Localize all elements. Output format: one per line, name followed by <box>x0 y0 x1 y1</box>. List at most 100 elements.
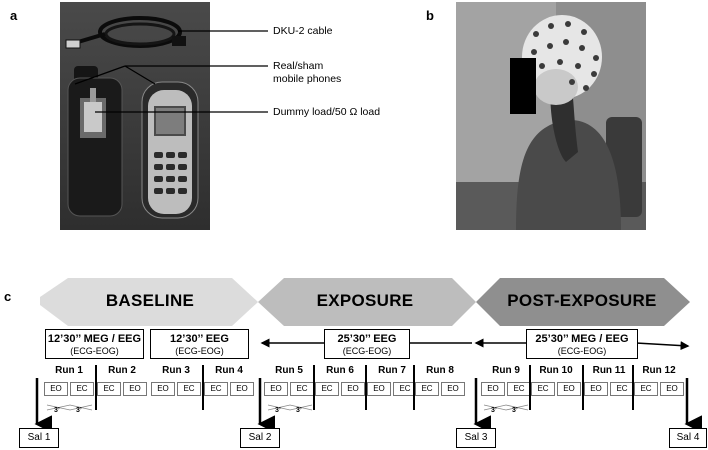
recording-duration: 25’30’’ MEG / EEG <box>535 333 629 345</box>
eeg-subject-photo <box>456 2 646 230</box>
interval-label-3b: 3’ <box>512 407 518 414</box>
recording-duration: 25’30’’ EEG <box>337 333 397 345</box>
saliva-box-3: Sal 3 <box>456 428 496 448</box>
condition-cell: EO <box>367 382 391 396</box>
run-label: Run 4 <box>215 365 243 376</box>
run-label: Run 8 <box>426 365 454 376</box>
condition-cell: EO <box>441 382 465 396</box>
interval-label-3a: 3’ <box>491 407 497 414</box>
condition-cell: EO <box>230 382 254 396</box>
recording-note: (ECG-EOG) <box>175 346 224 356</box>
interval-label-2b: 3’ <box>296 407 302 414</box>
run-label: Run 12 <box>642 365 676 376</box>
condition-cell: EC <box>70 382 94 396</box>
condition-cell: EC <box>415 382 439 396</box>
phase-label-post-exposure: POST-EXPOSURE <box>507 291 657 310</box>
run-label: Run 5 <box>275 365 303 376</box>
phone-callout-line-right <box>124 65 156 85</box>
recording-note: (ECG-EOG) <box>342 346 392 356</box>
condition-cell: EO <box>44 382 68 396</box>
run-label: Run 3 <box>162 365 190 376</box>
condition-cell: EO <box>151 382 175 396</box>
condition-cell: EO <box>481 382 505 396</box>
condition-cell: EO <box>123 382 147 396</box>
callout-load: Dummy load/50 Ω load <box>273 106 381 118</box>
post-exposure-arrow <box>476 278 690 326</box>
post-span-right <box>635 341 690 351</box>
phones-illustration <box>60 2 210 230</box>
phone-callout-line-left <box>74 65 126 85</box>
run-label: Run 7 <box>378 365 406 376</box>
eeg-subject-illustration <box>456 2 646 230</box>
interval-label-2a: 3’ <box>275 407 281 414</box>
condition-cell: EO <box>341 382 365 396</box>
panel-a-letter: a <box>10 8 18 23</box>
condition-cell: EO <box>557 382 581 396</box>
baseline-arrow <box>40 278 258 326</box>
panel-c-letter: c <box>4 289 12 304</box>
interval-arrows-exposure <box>267 404 313 411</box>
interval-label-1b: 3’ <box>76 407 82 414</box>
run-label: Run 10 <box>539 365 573 376</box>
panel-b-letter: b <box>426 8 434 23</box>
condition-cell: EC <box>177 382 201 396</box>
run-label: Run 2 <box>108 365 136 376</box>
face-redaction-bar <box>510 58 536 114</box>
condition-cell: EC <box>315 382 339 396</box>
recording-note: (ECG-EOG) <box>557 346 607 356</box>
callout-phones: Real/sham mobile phones <box>273 60 342 85</box>
condition-cell: EO <box>264 382 288 396</box>
recording-note: (ECG-EOG) <box>70 346 119 356</box>
condition-cell: EC <box>610 382 634 396</box>
condition-cell: EO <box>584 382 608 396</box>
saliva-box-4: Sal 4 <box>669 428 707 448</box>
run-label: Run 11 <box>592 365 626 376</box>
condition-cell: EC <box>634 382 658 396</box>
recording-duration: 12’30’’ MEG / EEG <box>47 333 142 345</box>
callout-cable: DKU-2 cable <box>273 25 333 37</box>
run-label: Run 6 <box>326 365 354 376</box>
condition-cell: EC <box>204 382 228 396</box>
exposure-arrow <box>258 278 476 326</box>
condition-cell: EC <box>97 382 121 396</box>
interval-arrows-baseline <box>46 404 93 411</box>
recording-box-2: 12’30’’ EEG (ECG-EOG) <box>150 329 249 359</box>
interval-label-1a: 3’ <box>54 407 60 414</box>
run-label: Run 1 <box>55 365 83 376</box>
recording-box-1: 12’30’’ MEG / EEG (ECG-EOG) <box>45 329 144 359</box>
saliva-box-1: Sal 1 <box>19 428 59 448</box>
phones-photo <box>60 2 210 230</box>
recording-duration: 12’30’’ EEG <box>170 333 229 345</box>
interval-arrows-post <box>483 404 529 411</box>
condition-cell: EO <box>660 382 684 396</box>
phase-label-baseline: BASELINE <box>105 291 195 310</box>
phase-label-exposure: EXPOSURE <box>316 291 414 310</box>
condition-cell: EC <box>531 382 555 396</box>
